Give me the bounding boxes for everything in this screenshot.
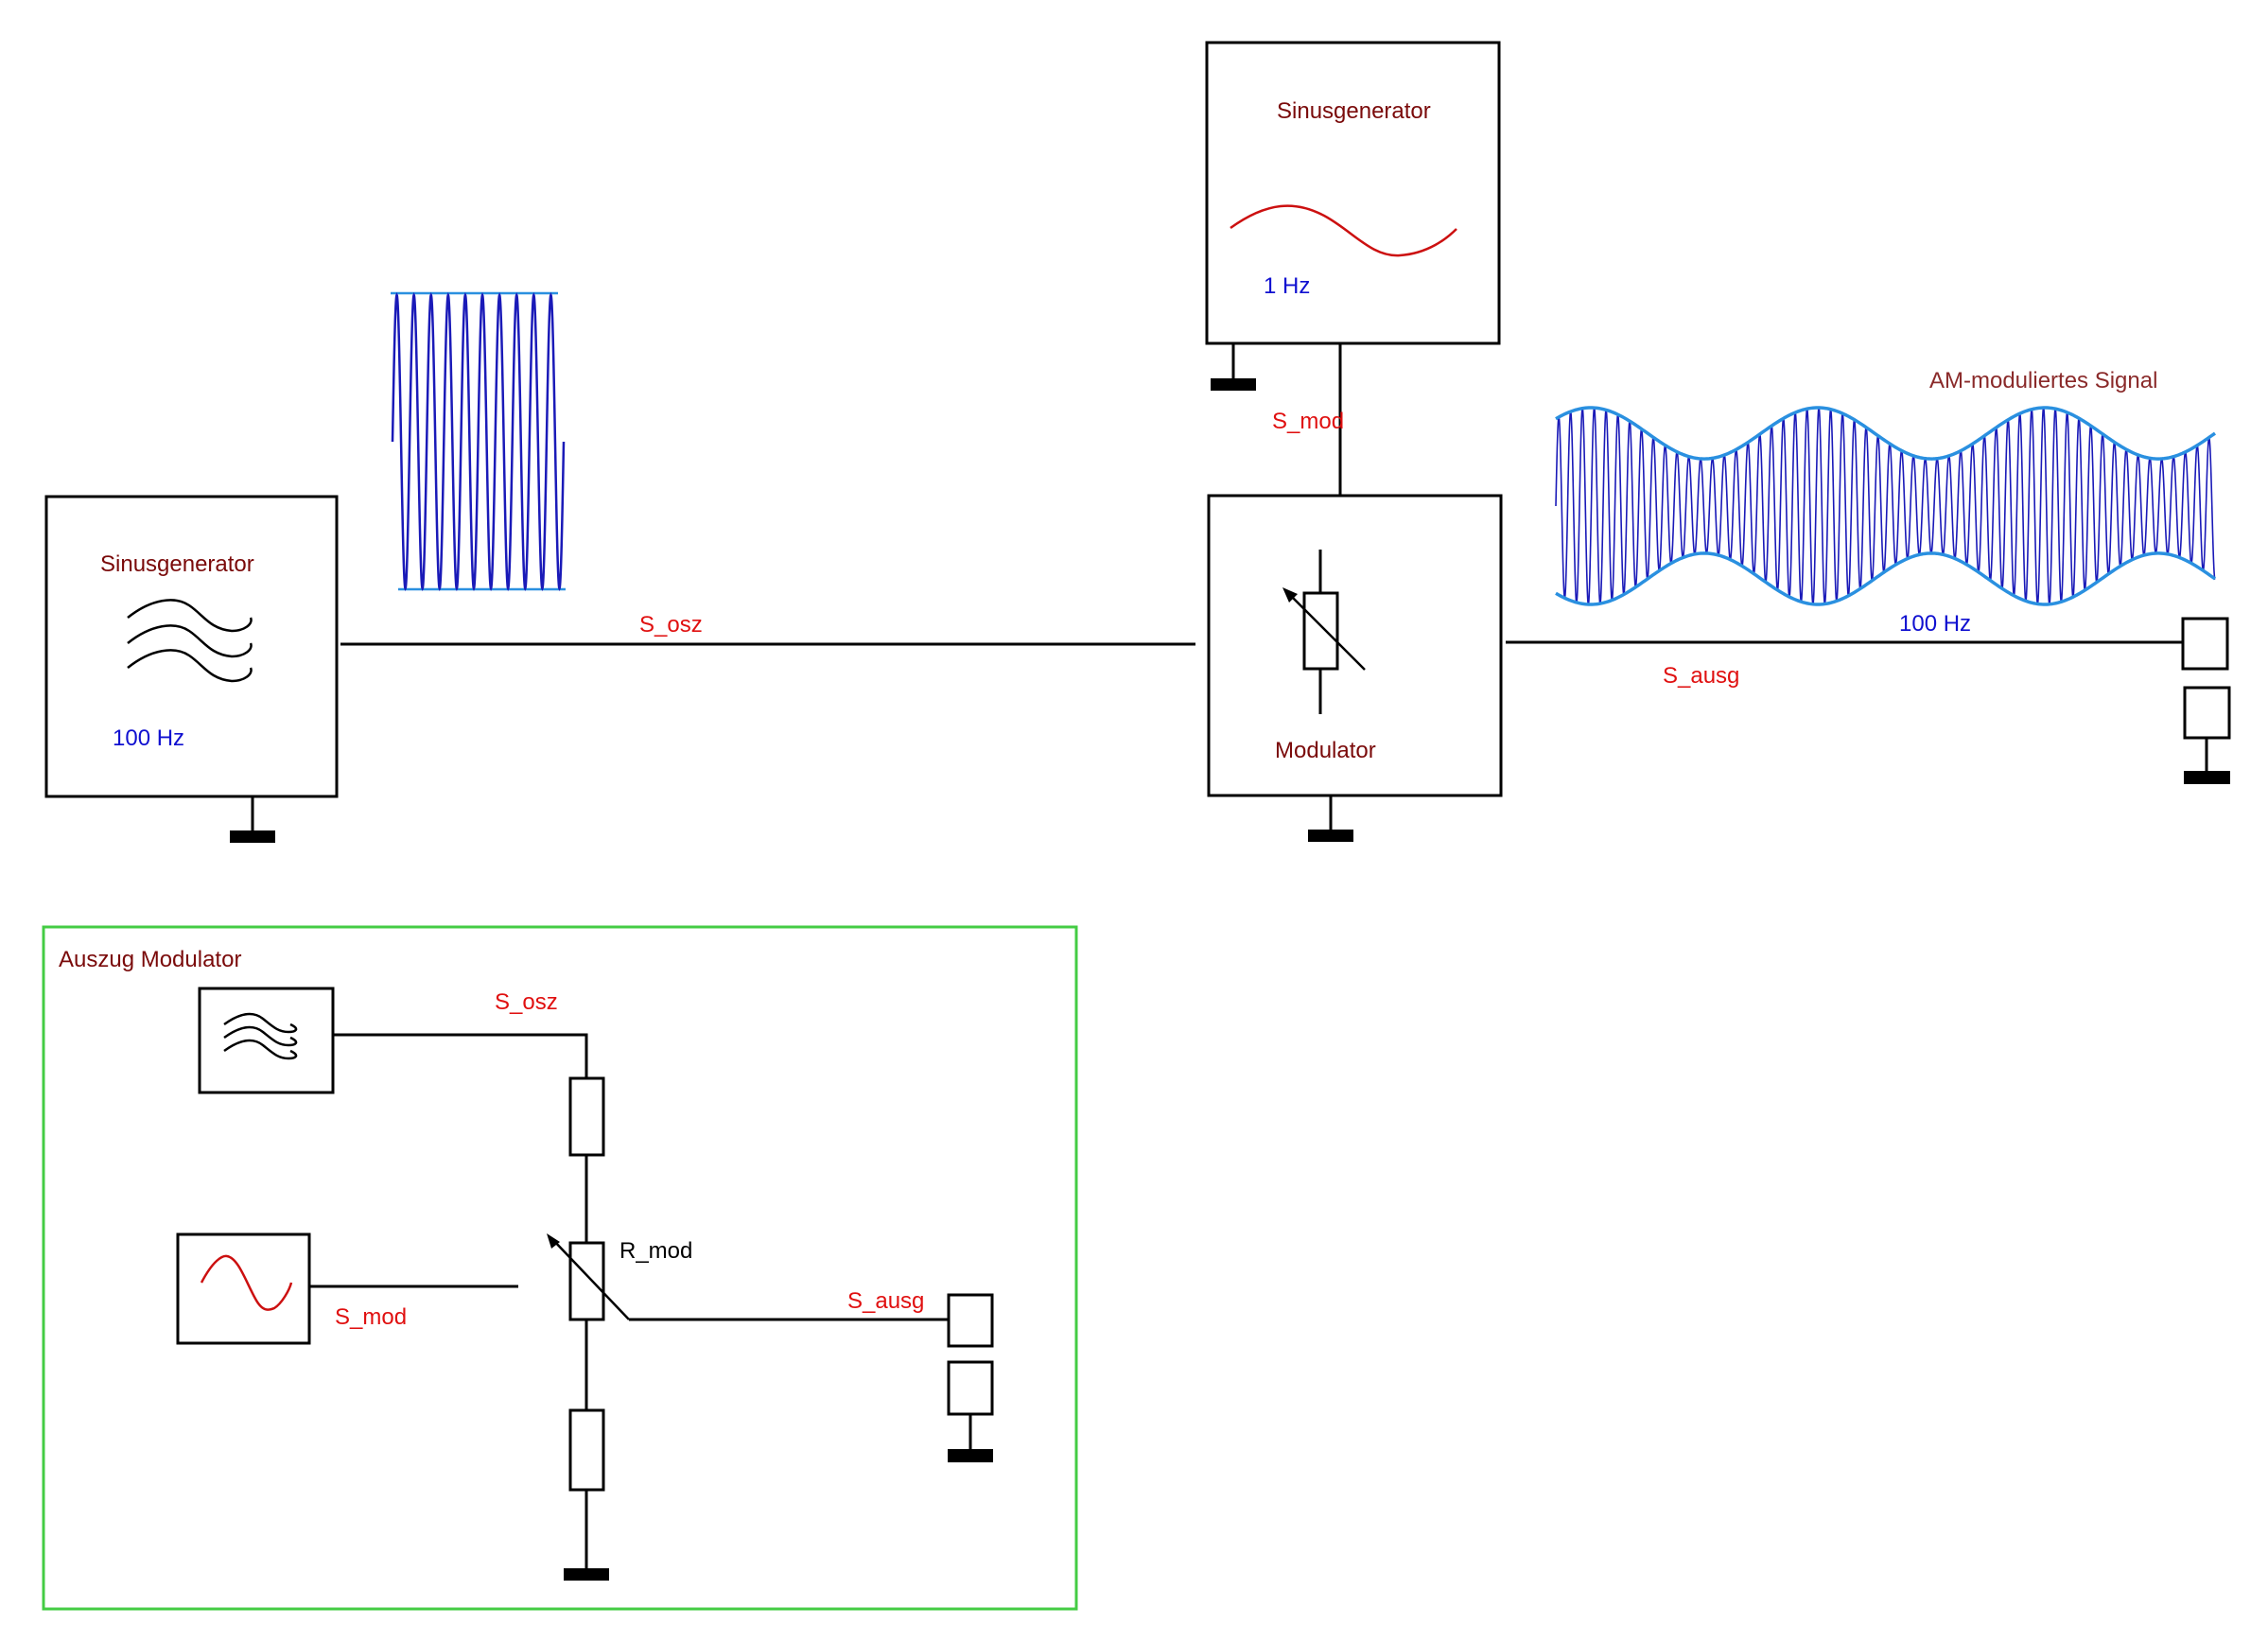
sine-waves-icon (223, 1012, 298, 1060)
inset-carrier-generator (198, 987, 335, 1094)
ground-symbol-icon (564, 1568, 609, 1581)
modulation-generator-title: Sinusgenerator (1277, 98, 1431, 124)
inset-s-osz-label: S_osz (495, 989, 558, 1015)
r-mod-label: R_mod (619, 1238, 692, 1264)
s-osz-label: S_osz (639, 612, 703, 638)
ground-symbol-icon (230, 796, 275, 843)
carrier-generator-block: Sinusgenerator 100 Hz (44, 495, 339, 843)
ground-symbol-icon (1308, 795, 1353, 842)
inset-s-osz-wire (333, 1033, 588, 1078)
am-signal-title: AM-moduliertes Signal (1929, 368, 2157, 393)
inset-resistor-r-mod (568, 1241, 605, 1321)
modulation-generator-block: Sinusgenerator 1 Hz (1205, 41, 1501, 391)
carrier-wave-path (391, 292, 566, 591)
inset-resistor-bottom (568, 1408, 605, 1492)
modulator-title: Modulator (1275, 738, 1376, 763)
sine-waves-icon (127, 599, 253, 683)
output-connector-icon (947, 1293, 994, 1462)
inset-s-mod-label: S_mod (335, 1304, 407, 1330)
ground-symbol-icon (1211, 343, 1256, 391)
sine-wave-icon (1230, 204, 1457, 257)
output-connector-icon (2181, 617, 2231, 784)
am-carrier-path (1555, 406, 2216, 606)
inset-modulation-generator (176, 1232, 311, 1345)
s-ausg-label: S_ausg (1663, 663, 1739, 689)
variable-arrow-icon (547, 1233, 630, 1320)
inset-resistor-top (568, 1076, 605, 1157)
am-frequency-label: 100 Hz (1899, 611, 1971, 637)
inset-title: Auszug Modulator (59, 947, 241, 972)
am-envelope-bottom (1555, 551, 2217, 606)
am-envelope-top (1555, 406, 2217, 461)
modulation-frequency-label: 1 Hz (1264, 273, 1310, 299)
inset-s-ausg-label: S_ausg (847, 1288, 924, 1314)
inset-modulator-detail: Auszug Modulator S_osz R_mod (42, 925, 1078, 1611)
inset-border (42, 925, 1078, 1611)
s-mod-label: S_mod (1272, 409, 1344, 434)
modulator-block: Modulator (1207, 494, 1503, 842)
sine-wave-icon (200, 1254, 293, 1311)
carrier-waveform (391, 291, 566, 591)
carrier-frequency-label: 100 Hz (113, 725, 184, 751)
am-signal-waveform: AM-moduliertes Signal 100 Hz (1555, 368, 2217, 637)
variable-resistor-icon (1282, 550, 1366, 714)
carrier-generator-title: Sinusgenerator (100, 551, 254, 577)
